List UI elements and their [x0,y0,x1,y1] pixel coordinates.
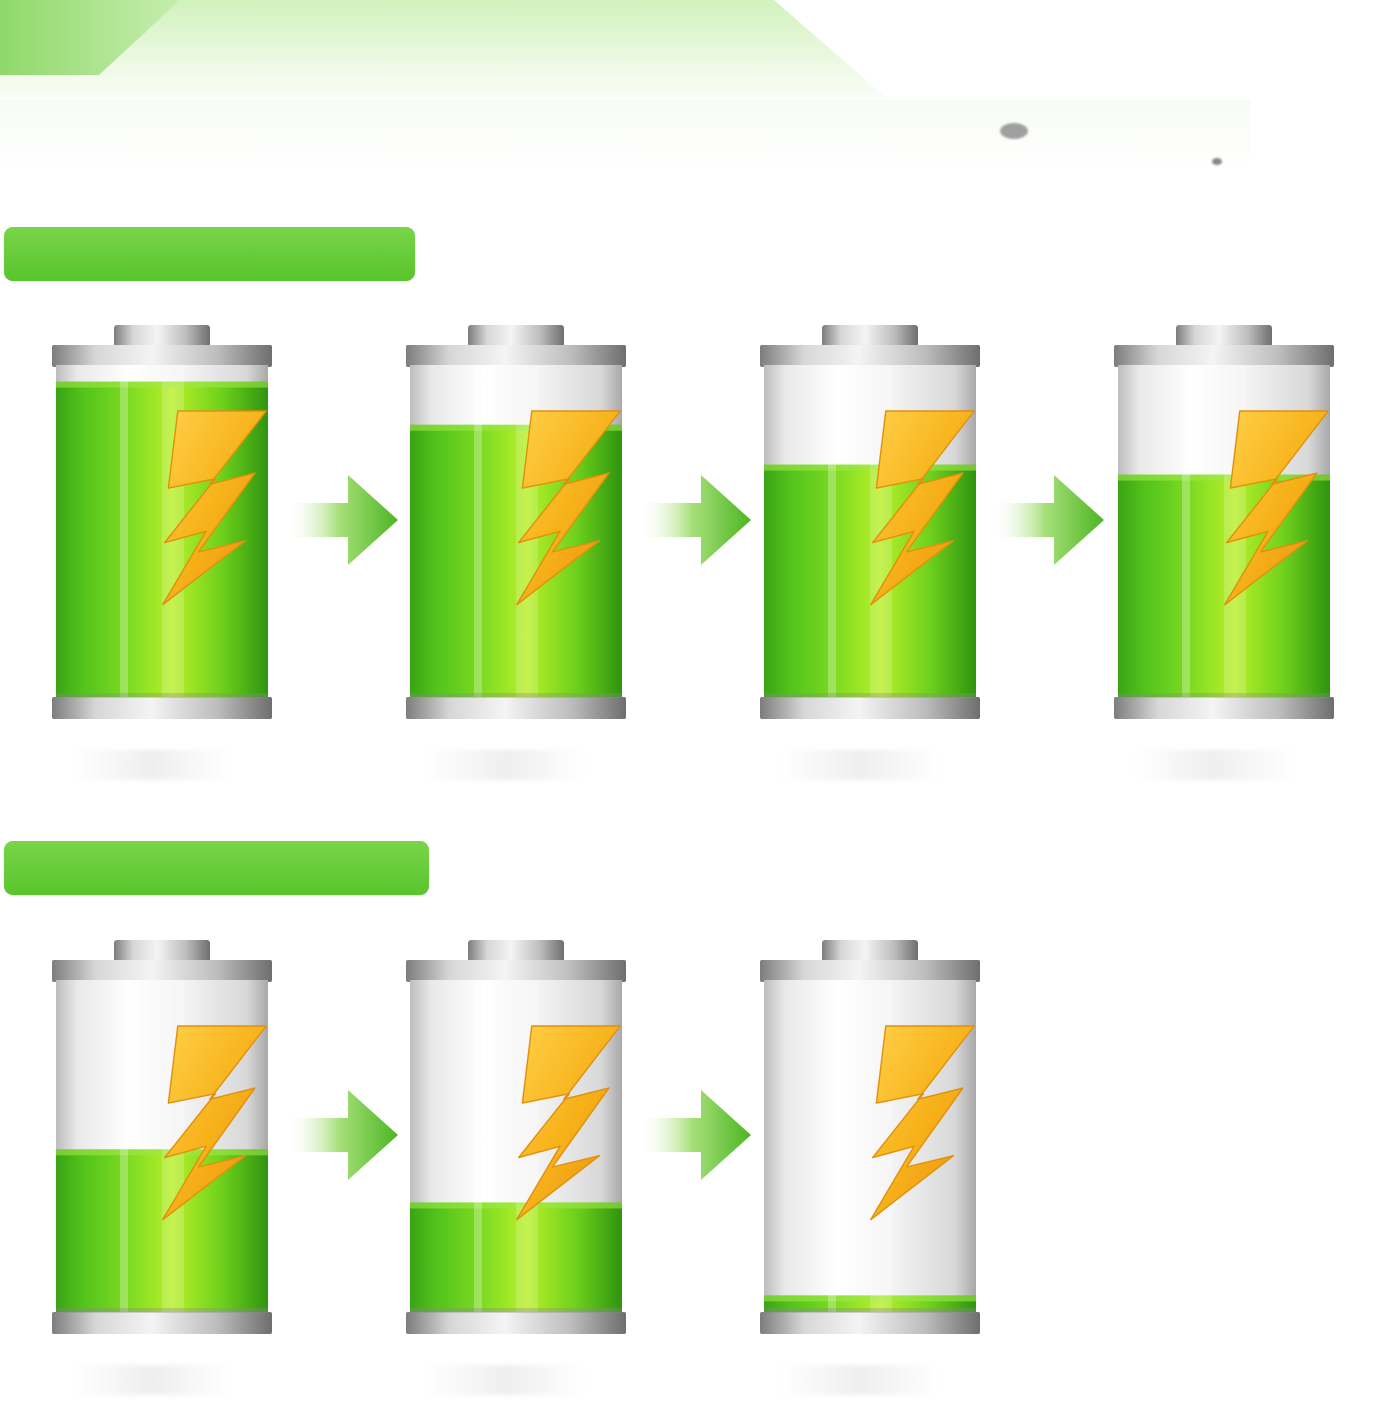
battery-icon [1114,325,1334,735]
speck [1000,123,1028,139]
battery-icon [760,940,980,1350]
section-header-2 [4,841,429,895]
lightning-bolt-icon [870,410,975,606]
battery-icon [52,325,272,735]
lightning-bolt-icon [870,1025,975,1221]
arrow-right-icon [643,475,753,565]
section-header-1 [4,227,415,281]
faded-label [426,750,586,780]
arrow-right-icon [643,1090,753,1180]
lightning-bolt-icon [516,410,621,606]
battery-icon [52,940,272,1350]
arrow-right-icon [996,475,1106,565]
arrow-right-icon [290,475,400,565]
hero-fade [0,100,1250,170]
faded-label [1134,750,1294,780]
battery-icon [406,325,626,735]
speck [1212,158,1222,165]
lightning-bolt-icon [516,1025,621,1221]
faded-label [72,750,232,780]
faded-label [780,1365,940,1395]
lightning-bolt-icon [1224,410,1329,606]
arrow-right-icon [290,1090,400,1180]
lightning-bolt-icon [162,410,267,606]
battery-icon [406,940,626,1350]
faded-label [72,1365,232,1395]
battery-icon [760,325,980,735]
lightning-bolt-icon [162,1025,267,1221]
faded-label [780,750,940,780]
faded-label [426,1365,586,1395]
